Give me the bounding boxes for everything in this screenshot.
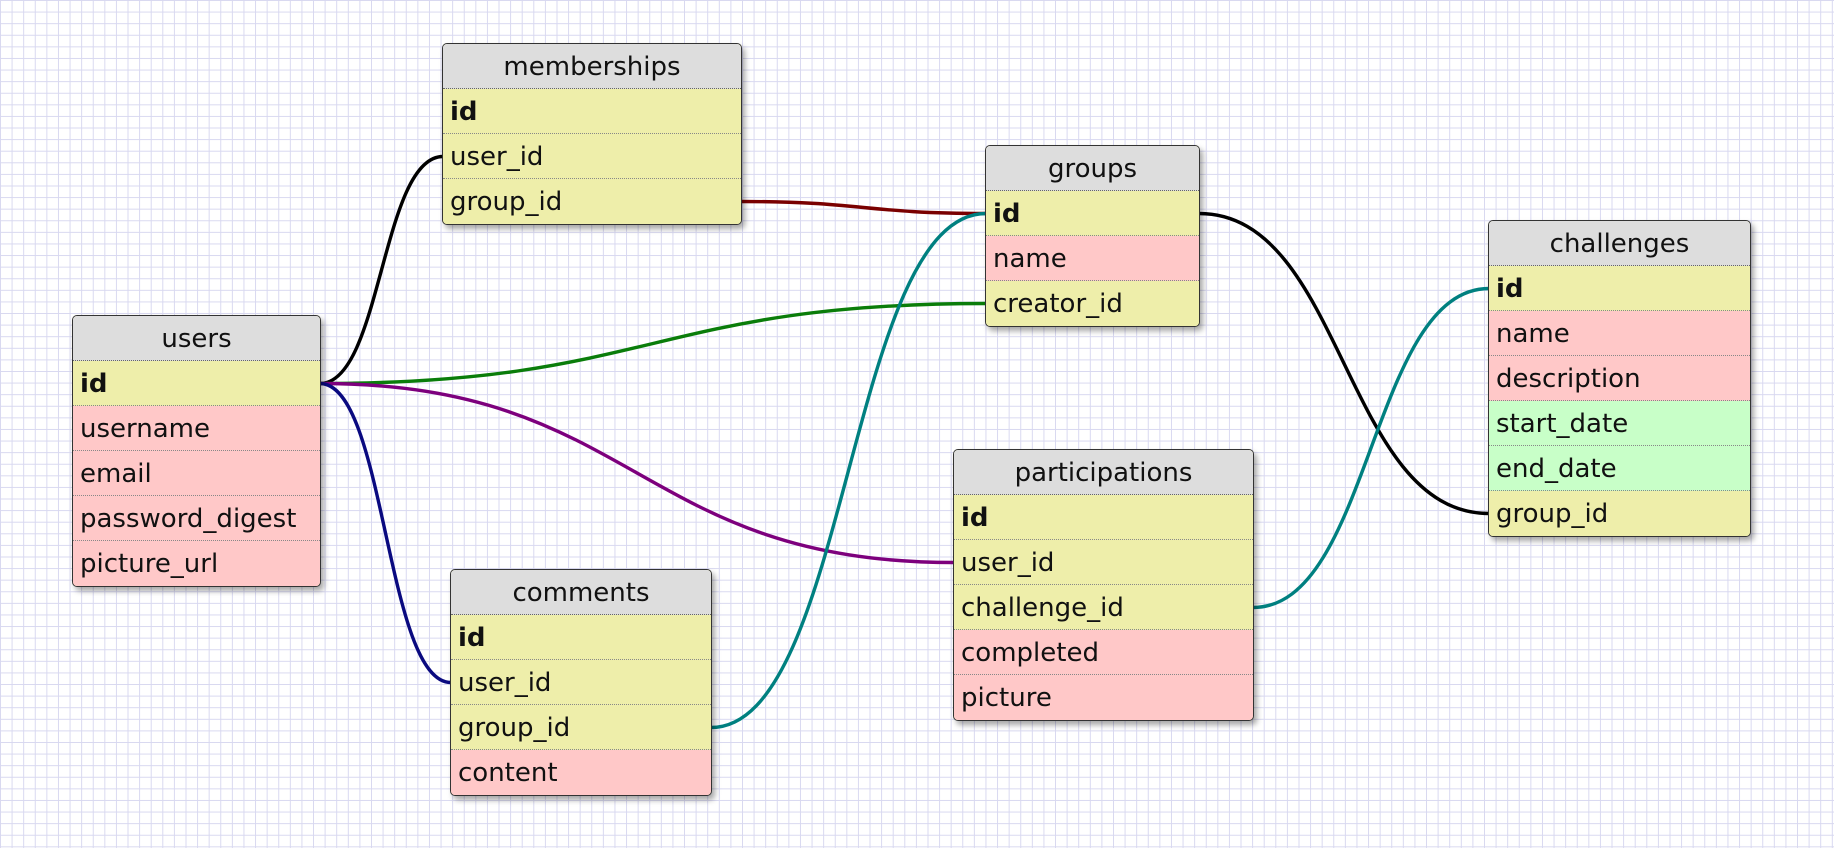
field-users-email[interactable]: email: [73, 451, 320, 496]
field-users-id[interactable]: id: [73, 361, 320, 406]
table-title-groups: groups: [986, 146, 1199, 191]
table-challenges[interactable]: challenges id name description start_dat…: [1488, 220, 1751, 537]
field-comments-id[interactable]: id: [451, 615, 711, 660]
table-memberships[interactable]: memberships id user_id group_id: [442, 43, 742, 225]
relation-comments-group-id-to-groups-id: [710, 211, 987, 730]
table-title-memberships: memberships: [443, 44, 741, 89]
field-participations-challenge-id[interactable]: challenge_id: [954, 585, 1253, 630]
table-participations[interactable]: participations id user_id challenge_id c…: [953, 449, 1254, 721]
field-challenges-name[interactable]: name: [1489, 311, 1750, 356]
field-memberships-user-id[interactable]: user_id: [443, 134, 741, 179]
field-groups-creator-id[interactable]: creator_id: [986, 281, 1199, 326]
field-groups-id[interactable]: id: [986, 191, 1199, 236]
relation-users-id-to-groups-creator-id: [319, 301, 987, 386]
field-comments-content[interactable]: content: [451, 750, 711, 795]
field-participations-completed[interactable]: completed: [954, 630, 1253, 675]
field-challenges-end-date[interactable]: end_date: [1489, 446, 1750, 491]
field-users-username[interactable]: username: [73, 406, 320, 451]
field-memberships-group-id[interactable]: group_id: [443, 179, 741, 224]
field-comments-group-id[interactable]: group_id: [451, 705, 711, 750]
relation-memberships-group-id-to-groups-id: [740, 199, 987, 216]
field-memberships-id[interactable]: id: [443, 89, 741, 134]
table-title-participations: participations: [954, 450, 1253, 495]
table-groups[interactable]: groups id name creator_id: [985, 145, 1200, 327]
relation-users-id-to-comments-user-id: [319, 381, 452, 685]
table-comments[interactable]: comments id user_id group_id content: [450, 569, 712, 796]
relation-groups-id-to-challenges-group-id: [1198, 211, 1490, 516]
relation-users-id-to-memberships-user-id: [319, 154, 444, 386]
field-groups-name[interactable]: name: [986, 236, 1199, 281]
relation-users-id-to-participations-user-id: [319, 381, 955, 565]
field-challenges-group-id[interactable]: group_id: [1489, 491, 1750, 536]
table-users[interactable]: users id username email password_digest …: [72, 315, 321, 587]
field-users-password-digest[interactable]: password_digest: [73, 496, 320, 541]
field-challenges-id[interactable]: id: [1489, 266, 1750, 311]
field-challenges-start-date[interactable]: start_date: [1489, 401, 1750, 446]
table-title-challenges: challenges: [1489, 221, 1750, 266]
table-title-users: users: [73, 316, 320, 361]
relation-participations-challenge-id-to-challenges-id: [1252, 286, 1490, 610]
table-title-comments: comments: [451, 570, 711, 615]
field-participations-picture[interactable]: picture: [954, 675, 1253, 720]
field-participations-id[interactable]: id: [954, 495, 1253, 540]
field-comments-user-id[interactable]: user_id: [451, 660, 711, 705]
field-challenges-description[interactable]: description: [1489, 356, 1750, 401]
field-users-picture-url[interactable]: picture_url: [73, 541, 320, 586]
field-participations-user-id[interactable]: user_id: [954, 540, 1253, 585]
